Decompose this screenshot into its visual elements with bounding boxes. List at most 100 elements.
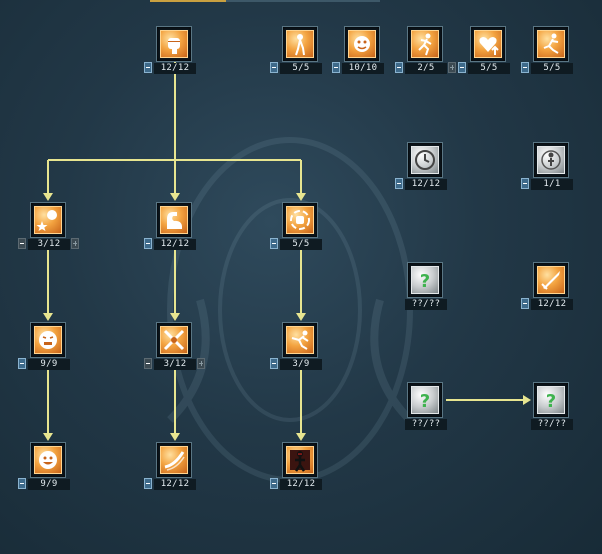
top-tab-highlight: [150, 0, 226, 2]
decrease-level-button[interactable]: [521, 62, 529, 73]
flex-arm-icon[interactable]: [160, 206, 188, 234]
skill-node-locked-c[interactable]: ? ??/??: [520, 382, 584, 446]
skill-node-cross-strike[interactable]: 3/12: [143, 322, 207, 386]
skill-slot: [156, 442, 192, 478]
skill-level: 3/9: [280, 359, 322, 370]
grin-face-icon[interactable]: [34, 446, 62, 474]
spin-fist-icon[interactable]: [286, 206, 314, 234]
skill-node-gem-figure[interactable]: 5/5: [269, 26, 333, 90]
sword-icon[interactable]: [537, 266, 565, 294]
skill-node-dark-fighter[interactable]: 12/12: [269, 442, 333, 506]
rage-face-icon[interactable]: [34, 326, 62, 354]
skill-level: 1/1: [531, 179, 573, 190]
skill-node-rage-face[interactable]: 9/9: [17, 322, 81, 386]
decrease-level-button[interactable]: [18, 238, 26, 249]
cross-strike-icon[interactable]: [160, 326, 188, 354]
dark-fighter-icon[interactable]: [286, 446, 314, 474]
skill-level: 5/5: [531, 63, 573, 74]
increase-level-button[interactable]: [448, 62, 456, 73]
dash-icon[interactable]: [537, 30, 565, 58]
sprite-icon[interactable]: [537, 146, 565, 174]
skill-level: 12/12: [280, 479, 322, 490]
top-tab-strip: [226, 0, 380, 2]
skill-node-fist[interactable]: 12/12: [143, 26, 207, 90]
decrease-level-button[interactable]: [458, 62, 466, 73]
decrease-level-button[interactable]: [144, 478, 152, 489]
skill-node-kick-star[interactable]: 3/12: [17, 202, 81, 266]
skill-slot: [533, 26, 569, 62]
skill-level: 5/5: [280, 63, 322, 74]
skill-slot: [407, 142, 443, 178]
skill-level: 12/12: [154, 239, 196, 250]
skill-level: 9/9: [28, 359, 70, 370]
increase-level-button[interactable]: [197, 358, 205, 369]
skill-slot: [282, 442, 318, 478]
skill-level: 10/10: [342, 63, 384, 74]
swipe-icon[interactable]: [160, 446, 188, 474]
decrease-level-button[interactable]: [521, 298, 529, 309]
skill-node-grin-face[interactable]: 9/9: [17, 442, 81, 506]
decrease-level-button[interactable]: [270, 238, 278, 249]
decrease-level-button[interactable]: [18, 358, 26, 369]
decrease-level-button[interactable]: [144, 358, 152, 369]
skill-slot: [344, 26, 380, 62]
skill-slot: [282, 26, 318, 62]
skill-level: 5/5: [280, 239, 322, 250]
skill-slot: [30, 202, 66, 238]
skill-level: 12/12: [154, 479, 196, 490]
runner-icon[interactable]: [411, 30, 439, 58]
decrease-level-button[interactable]: [18, 478, 26, 489]
fist-icon[interactable]: [160, 30, 188, 58]
skill-level: 2/5: [405, 63, 447, 74]
skill-level: 3/12: [154, 359, 196, 370]
kick-star-icon[interactable]: [34, 206, 62, 234]
skill-node-heart-up[interactable]: 5/5: [457, 26, 521, 90]
decrease-level-button[interactable]: [270, 62, 278, 73]
skill-node-spin[interactable]: 5/5: [269, 202, 333, 266]
flying-kick-icon[interactable]: [286, 326, 314, 354]
skill-level: 12/12: [531, 299, 573, 310]
skill-slot: [156, 26, 192, 62]
decrease-level-button[interactable]: [332, 62, 340, 73]
decrease-level-button[interactable]: [395, 62, 403, 73]
skill-node-swipe[interactable]: 12/12: [143, 442, 207, 506]
skill-level: 3/12: [28, 239, 70, 250]
skill-node-sprite[interactable]: 1/1: [520, 142, 584, 206]
decrease-level-button[interactable]: [395, 178, 403, 189]
svg-text:?: ?: [420, 271, 430, 292]
skill-slot: [156, 322, 192, 358]
question-mark-icon[interactable]: ?: [537, 386, 565, 414]
skill-slot: [470, 26, 506, 62]
svg-text:?: ?: [420, 391, 430, 412]
skill-slot: [533, 142, 569, 178]
skill-node-clock-gear[interactable]: 12/12: [394, 142, 458, 206]
skill-slot: ?: [407, 262, 443, 298]
increase-level-button[interactable]: [71, 238, 79, 249]
skill-slot: [282, 202, 318, 238]
skill-node-runner[interactable]: 2/5: [394, 26, 458, 90]
clock-gear-icon[interactable]: [411, 146, 439, 174]
skill-level: 5/5: [468, 63, 510, 74]
skill-slot: [282, 322, 318, 358]
decrease-level-button[interactable]: [521, 178, 529, 189]
skill-level: ??/??: [531, 419, 573, 430]
decrease-level-button[interactable]: [144, 62, 152, 73]
skill-node-sword-slash[interactable]: 12/12: [520, 262, 584, 326]
skill-slot: ?: [407, 382, 443, 418]
skill-level: 9/9: [28, 479, 70, 490]
decrease-level-button[interactable]: [270, 478, 278, 489]
skill-node-face-burst[interactable]: 10/10: [331, 26, 395, 90]
question-mark-icon[interactable]: ?: [411, 386, 439, 414]
skill-node-dash[interactable]: 5/5: [520, 26, 584, 90]
face-icon[interactable]: [348, 30, 376, 58]
decrease-level-button[interactable]: [270, 358, 278, 369]
skill-node-locked-b[interactable]: ? ??/??: [394, 382, 458, 446]
figure-icon[interactable]: [286, 30, 314, 58]
skill-node-flying-kick[interactable]: 3/9: [269, 322, 333, 386]
skill-node-locked-a[interactable]: ? ??/??: [394, 262, 458, 326]
skill-level: ??/??: [405, 419, 447, 430]
skill-node-flex[interactable]: 12/12: [143, 202, 207, 266]
question-mark-icon[interactable]: ?: [411, 266, 439, 294]
heart-up-icon[interactable]: [474, 30, 502, 58]
decrease-level-button[interactable]: [144, 238, 152, 249]
